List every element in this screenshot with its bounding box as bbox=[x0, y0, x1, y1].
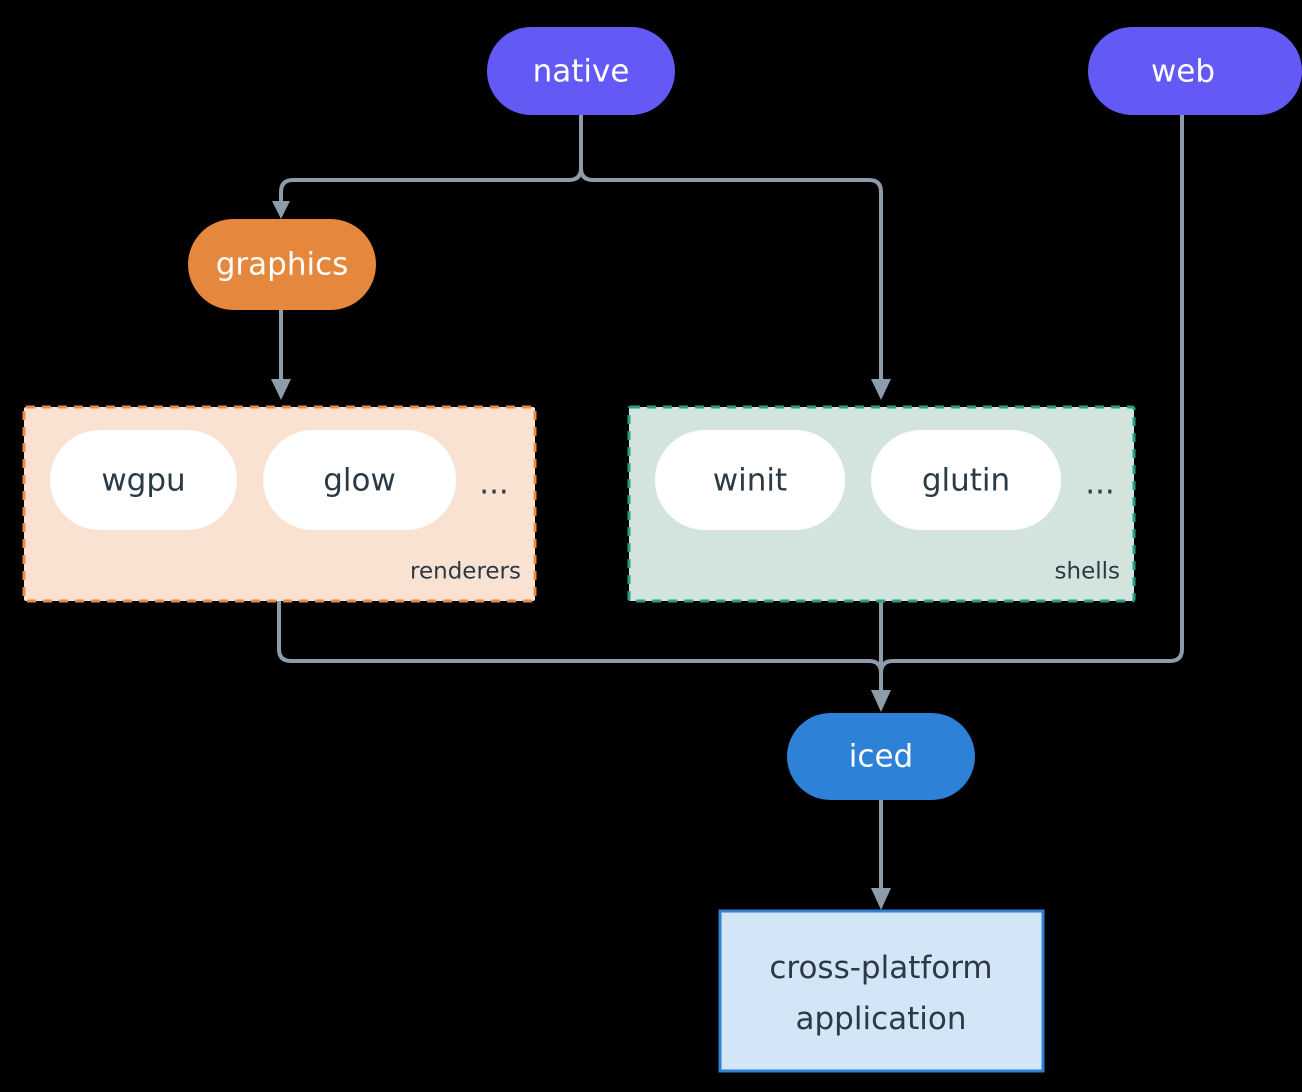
node-application-shape[interactable] bbox=[718, 909, 1045, 1073]
shells-item-winit[interactable] bbox=[655, 430, 845, 530]
arrowhead-graphics-renderers bbox=[271, 379, 291, 400]
node-web-label: web bbox=[1151, 54, 1215, 90]
arrowhead-native-graphics bbox=[272, 201, 290, 219]
node-iced-shape[interactable] bbox=[787, 713, 975, 800]
group-shells: winit glutin ... shells bbox=[627, 405, 1136, 603]
shells-item-glutin[interactable] bbox=[871, 430, 1061, 530]
renderers-item-glow[interactable] bbox=[263, 430, 456, 530]
renderers-item-wgpu-label: wgpu bbox=[101, 463, 185, 499]
node-graphics-shape[interactable] bbox=[188, 219, 376, 310]
renderers-overflow-ellipsis: ... bbox=[479, 466, 509, 502]
shells-item-glutin-label: glutin bbox=[922, 463, 1010, 499]
node-native-label: native bbox=[533, 54, 630, 90]
edge-native-to-shells bbox=[579, 114, 883, 382]
node-application-label-line1: cross-platform bbox=[769, 950, 992, 986]
arrowhead-native-shells bbox=[871, 379, 891, 400]
renderers-item-wgpu[interactable] bbox=[50, 430, 237, 530]
node-application[interactable]: cross-platform application bbox=[718, 909, 1045, 1073]
node-graphics[interactable]: graphics bbox=[188, 219, 376, 310]
shells-group-caption: shells bbox=[1055, 559, 1120, 585]
renderers-item-glow-label: glow bbox=[323, 463, 396, 499]
node-graphics-label: graphics bbox=[216, 247, 349, 283]
shells-overflow-ellipsis: ... bbox=[1085, 466, 1115, 502]
node-native[interactable]: native bbox=[487, 27, 675, 115]
edge-layer bbox=[271, 114, 1184, 910]
edge-renderers-to-iced bbox=[277, 601, 883, 692]
node-application-label-line2: application bbox=[796, 1001, 967, 1037]
arrowhead-merge-iced bbox=[871, 690, 891, 712]
arrowhead-iced-application bbox=[871, 888, 891, 910]
node-web-shape[interactable] bbox=[1088, 27, 1302, 115]
edge-web-to-iced bbox=[879, 114, 1184, 692]
node-web[interactable]: web bbox=[1088, 27, 1302, 115]
node-iced-label: iced bbox=[849, 739, 913, 775]
node-native-shape[interactable] bbox=[487, 27, 675, 115]
group-renderers: wgpu glow ... renderers bbox=[22, 405, 537, 603]
shells-item-winit-label: winit bbox=[713, 463, 787, 499]
renderers-group-caption: renderers bbox=[410, 559, 521, 585]
node-iced[interactable]: iced bbox=[787, 713, 975, 800]
edge-native-to-graphics bbox=[279, 114, 583, 205]
